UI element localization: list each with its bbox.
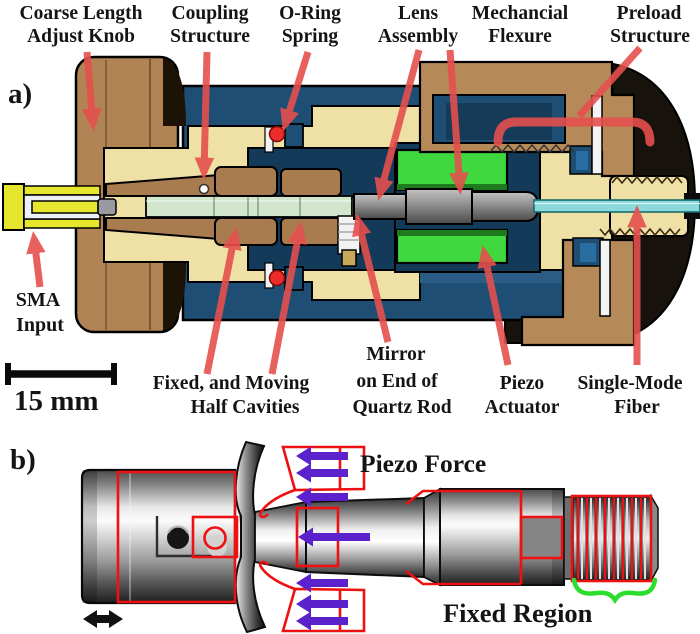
arrow-coupling bbox=[194, 51, 215, 180]
sma-connector bbox=[2, 183, 117, 231]
label-piezo-2: Actuator bbox=[485, 397, 560, 418]
label-fiber-1: Single-Mode bbox=[577, 373, 682, 394]
panel-b-tag: b) bbox=[10, 444, 36, 476]
label-half-cavities-1: Fixed, and Moving bbox=[153, 373, 310, 394]
label-fiber-2: Fiber bbox=[614, 397, 660, 418]
quartz-rod bbox=[145, 195, 353, 218]
label-coupling-1: Coupling bbox=[172, 3, 249, 24]
label-mirror-2: on End of bbox=[356, 371, 438, 392]
coupling-ball bbox=[198, 183, 210, 195]
arrow-lens bbox=[374, 49, 423, 201]
piezo-shadow-bottom bbox=[397, 230, 507, 236]
label-oring-1: O-Ring bbox=[279, 3, 341, 24]
panel-a-tag: a) bbox=[8, 78, 32, 110]
label-flexure-2: Flexure bbox=[488, 26, 552, 47]
label-oring-2: Spring bbox=[282, 26, 339, 47]
label-coupling-2: Structure bbox=[170, 26, 250, 47]
arrow-coarse-knob bbox=[81, 51, 102, 131]
label-coarse-knob-2: Adjust Knob bbox=[27, 26, 135, 47]
cylinder-hole-highlight bbox=[167, 525, 189, 534]
label-sma-1: SMA bbox=[16, 289, 61, 311]
label-preload-1: Preload bbox=[617, 3, 682, 24]
cylinder-left-rim bbox=[82, 470, 97, 603]
label-mirror-1: Mirror bbox=[366, 344, 426, 365]
motion-double-arrow bbox=[83, 610, 123, 628]
label-lens-1: Lens bbox=[398, 3, 439, 24]
annotation-arrows bbox=[26, 45, 655, 375]
half-cavities bbox=[214, 166, 342, 246]
cylinder-hole bbox=[167, 527, 189, 549]
label-mirror-3: Quartz Rod bbox=[352, 397, 451, 418]
label-coarse-knob-1: Coarse Length bbox=[20, 3, 143, 24]
label-half-cavities-2: Half Cavities bbox=[191, 397, 300, 418]
end-socket-notch bbox=[520, 516, 563, 559]
preload-structure-bottom bbox=[520, 237, 636, 347]
arrow-preload-bracket bbox=[493, 117, 655, 147]
fixed-region-brace bbox=[571, 577, 658, 605]
label-piezo-1: Piezo bbox=[500, 373, 544, 394]
scale-bar-label: 15 mm bbox=[14, 385, 99, 417]
red-outline-overlay bbox=[116, 445, 653, 633]
arrow-oring bbox=[280, 50, 312, 132]
label-piezo-force: Piezo Force bbox=[360, 449, 486, 478]
neck-highlight bbox=[207, 535, 227, 557]
o-ring-dot-bottom bbox=[268, 269, 286, 287]
label-preload-2: Structure bbox=[610, 26, 690, 47]
flexure-body-cylinder bbox=[80, 468, 237, 605]
arrow-piezo bbox=[477, 245, 512, 366]
threaded-end bbox=[572, 493, 659, 582]
panel-a-cross-section bbox=[2, 45, 700, 385]
label-flexure-1: Mechancial bbox=[472, 3, 569, 24]
arrow-flexure bbox=[446, 49, 469, 195]
panel-b-flexure-view bbox=[80, 440, 659, 634]
label-sma-2: Input bbox=[16, 314, 64, 336]
single-mode-fiber bbox=[533, 199, 700, 213]
piezo-actuator-top bbox=[395, 148, 509, 192]
arrow-mirror bbox=[352, 213, 392, 343]
flexure-flange-disk bbox=[234, 440, 267, 634]
label-lens-2: Assembly bbox=[378, 26, 458, 47]
arrow-sma bbox=[26, 231, 46, 288]
arrow-preload-diagonal bbox=[576, 45, 643, 119]
arrow-moving-half bbox=[268, 221, 307, 375]
shaft-step-cone bbox=[423, 487, 441, 587]
scale-bar bbox=[5, 363, 117, 385]
labels: a) b) Coarse Length Adjust Knob Coupling… bbox=[8, 3, 690, 628]
label-fixed-region: Fixed Region bbox=[443, 598, 593, 628]
o-ring-dot-top bbox=[268, 125, 286, 143]
arrow-fixed-half bbox=[203, 227, 242, 375]
piezo-force-arrows bbox=[296, 446, 370, 631]
